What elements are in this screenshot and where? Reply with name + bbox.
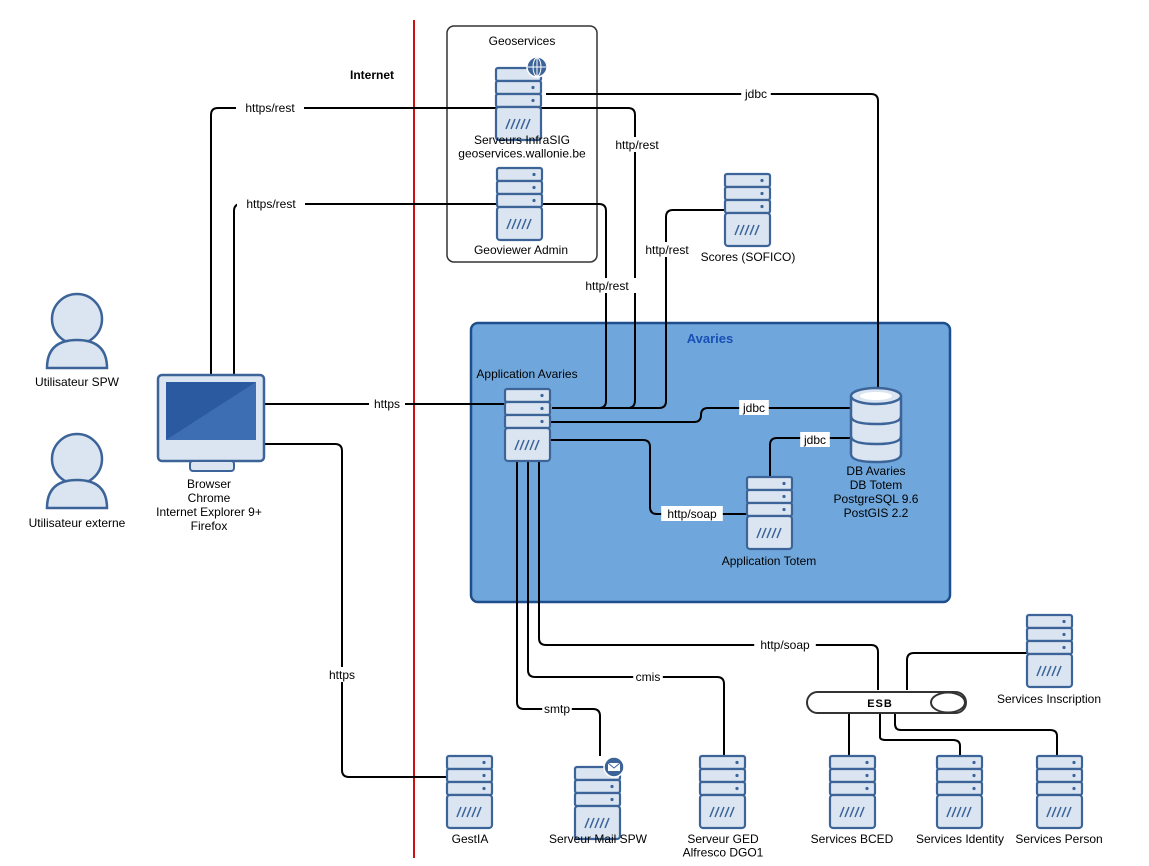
server-label-infrasig: Serveurs InfraSIG <box>474 133 570 147</box>
avaries-group <box>469 321 952 604</box>
connector-label-bg <box>800 432 830 447</box>
connector-labels: https/rest https/rest jdbc http/rest http/re… <box>236 86 830 716</box>
mail-icon <box>603 756 625 778</box>
internet-label: Internet <box>350 68 394 82</box>
db-label-line: DB Avaries <box>846 464 905 478</box>
connector-label-http-rest-geoviewer: http/rest <box>585 279 629 293</box>
conn-https-rest-1 <box>210 107 636 409</box>
connector-label-bg <box>606 137 668 152</box>
conn-http-soap-totem <box>550 439 748 515</box>
server-label-inscription: Services Inscription <box>997 692 1101 706</box>
server-label-app-avaries: Application Avaries <box>476 367 577 381</box>
conn-esb-identity <box>879 713 961 756</box>
server-label-person: Services Person <box>1015 832 1102 846</box>
avaries-title: Avaries <box>687 331 734 346</box>
server-label-gestia: GestIA <box>452 832 489 846</box>
user-externe-label: Utilisateur externe <box>29 516 126 530</box>
esb-bus[interactable] <box>806 691 967 714</box>
server-icon <box>495 166 544 242</box>
connector-label-http-soap-totem: http/soap <box>667 507 717 521</box>
server-icon <box>698 754 747 830</box>
user-icon <box>45 292 109 370</box>
server-icon <box>828 754 877 830</box>
server-label-geoviewer: Geoviewer Admin <box>474 243 568 257</box>
connector-label-bg <box>542 701 572 716</box>
connector-label-bg <box>633 669 663 684</box>
server-icon <box>723 172 772 248</box>
connector-label-cmis: cmis <box>636 670 661 684</box>
conn-jdbc-app <box>550 407 850 423</box>
connector-label-jdbc-app: jdbc <box>742 401 765 415</box>
connector-label-http-soap-esb: http/soap <box>760 638 810 652</box>
connector-label-jdbc-totem: jdbc <box>803 433 826 447</box>
connector-label-jdbc-infrasig: jdbc <box>744 87 767 101</box>
connector-label-http-rest-infrasig: http/rest <box>615 138 659 152</box>
esb-label: ESB <box>867 698 893 710</box>
geoservices-title: Geoservices <box>489 34 556 48</box>
conn-https-gestia <box>264 443 447 778</box>
server-label-mail: Serveur Mail SPW <box>549 832 648 846</box>
connector-label-bg <box>324 667 360 682</box>
server-label-identity: Services Identity <box>916 832 1004 846</box>
conn-esb-inscription <box>906 652 1028 690</box>
conn-https-rest-2 <box>233 203 607 409</box>
connectors <box>210 93 1058 778</box>
connector-label-smtp: smtp <box>544 702 570 716</box>
server-icon <box>494 66 543 142</box>
browser-label-line: Browser <box>187 477 231 491</box>
connector-label-bg <box>741 86 771 101</box>
connector-label-bg <box>576 278 638 293</box>
connector-label-bg <box>636 242 698 257</box>
connector-label-bg <box>369 396 405 411</box>
monitor-icon <box>156 373 266 472</box>
conn-jdbc-infrasig <box>546 93 879 390</box>
connector-label-https-gestia: https <box>329 668 355 682</box>
globe-icon <box>526 56 548 78</box>
server-icon <box>503 387 552 463</box>
connector-label-https-browser: https <box>374 397 400 411</box>
server-icon <box>745 475 794 551</box>
connector-label-bg <box>236 100 304 115</box>
db-label-line: PostGIS 2.2 <box>844 506 909 520</box>
server-label-scores: Scores (SOFICO) <box>701 250 796 264</box>
geoservices-group <box>446 25 598 263</box>
conn-jdbc-totem <box>769 437 850 477</box>
connector-label-https-rest-1: https/rest <box>245 101 295 115</box>
server-label-infrasig: geoservices.wallonie.be <box>458 147 586 161</box>
browser-label-line: Firefox <box>191 519 228 533</box>
browser-label-line: Chrome <box>188 491 231 505</box>
connector-label-bg <box>237 196 305 211</box>
server-label-ged: Serveur GED <box>687 832 759 846</box>
user-icon <box>45 432 109 510</box>
connector-label-bg <box>754 637 816 652</box>
server-icon <box>573 765 622 841</box>
conn-http-soap-esb <box>538 462 879 690</box>
server-label-ged: Alfresco DGO1 <box>683 846 764 860</box>
connector-label-bg <box>661 506 723 521</box>
connector-label-http-rest-scores: http/rest <box>645 243 689 257</box>
conn-http-rest-scores <box>552 209 726 409</box>
db-label-line: PostgreSQL 9.6 <box>834 492 919 506</box>
user-spw-label: Utilisateur SPW <box>35 375 120 389</box>
database-icon <box>849 386 903 464</box>
server-icon <box>935 754 984 830</box>
server-icon <box>1025 613 1074 689</box>
server-icon <box>445 754 494 830</box>
server-label-app-totem: Application Totem <box>722 554 817 568</box>
conn-esb-person <box>894 713 1058 756</box>
conn-cmis <box>527 462 725 756</box>
servers: Serveurs InfraSIGgeoservices.wallonie.be… <box>445 66 1103 860</box>
server-icon <box>1035 754 1084 830</box>
db-label-line: DB Totem <box>850 478 902 492</box>
server-label-bced: Services BCED <box>811 832 894 846</box>
browser-label-line: Internet Explorer 9+ <box>156 505 262 519</box>
connector-label-https-rest-2: https/rest <box>246 197 296 211</box>
connector-label-bg <box>739 400 769 415</box>
